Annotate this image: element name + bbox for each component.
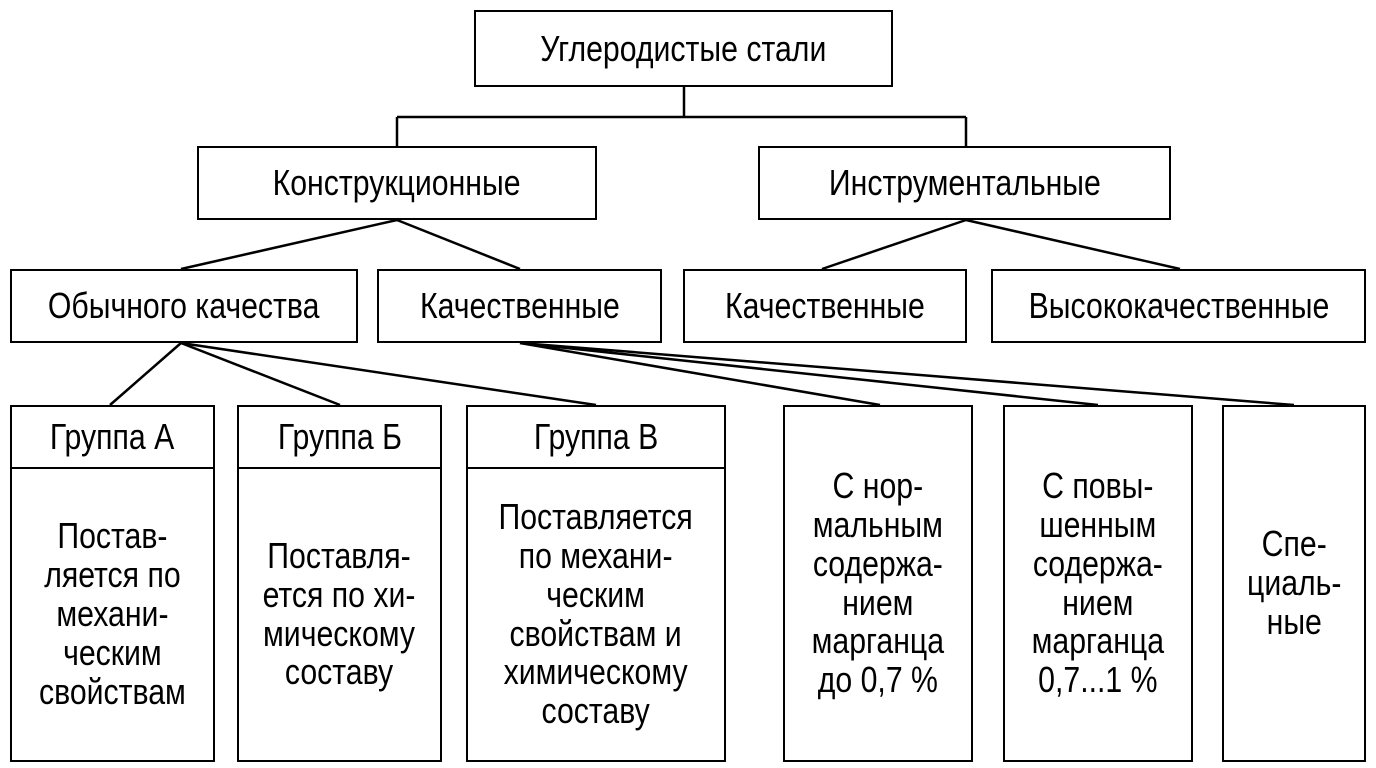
quality-tool-label: Качественные — [725, 285, 925, 326]
group-a-title: Группа А — [50, 416, 175, 457]
group-c-node: Группа В Поставляется по механи- ческим … — [466, 405, 726, 762]
normal-manganese-node: С нор- мальным содержа- нием марганца до… — [783, 405, 973, 762]
group-a-body: Постав- ляется по механи- ческим свойств… — [12, 469, 213, 760]
high-quality-label: Высококачественные — [1028, 285, 1329, 326]
group-a-header: Группа А — [12, 407, 213, 469]
connector-quality-normal-mn — [519, 341, 881, 407]
quality-structural-node: Качественные — [377, 269, 662, 343]
group-b-title: Группа Б — [277, 416, 402, 457]
high-quality-node: Высококачественные — [991, 269, 1366, 343]
special-body: Спе- циаль- ные — [1224, 407, 1364, 760]
connector-tool-highquality — [965, 218, 1181, 271]
connector-quality-special — [519, 341, 1295, 407]
connector-ordinary-group-b — [180, 341, 341, 407]
quality-tool-node: Качественные — [683, 269, 967, 343]
normal-manganese-body: С нор- мальным содержа- нием марганца до… — [785, 407, 971, 760]
group-c-description: Поставляется по механи- ческим свойствам… — [498, 495, 694, 732]
connector-ordinary-group-c — [180, 341, 597, 407]
group-b-header: Группа Б — [239, 407, 440, 469]
normal-manganese-description: С нор- мальным содержа- нием марганца до… — [811, 464, 945, 701]
group-b-description: Поставля- ется по хи- мическому составу — [263, 534, 416, 693]
high-manganese-body: С повы- шенным содержа- нием марганца 0,… — [1005, 407, 1191, 760]
group-c-header: Группа В — [468, 407, 724, 469]
ordinary-quality-node: Обычного качества — [10, 269, 358, 343]
quality-structural-label: Качественные — [419, 285, 620, 326]
structural-node: Конструкционные — [197, 146, 597, 220]
connector-quality-high-mn — [519, 341, 1099, 407]
ordinary-quality-label: Обычного качества — [48, 285, 320, 326]
connector-structural-ordinary — [180, 218, 398, 271]
group-c-body: Поставляется по механи- ческим свойствам… — [468, 469, 724, 760]
group-c-title: Группа В — [533, 416, 659, 457]
root-label: Углеродистые стали — [540, 27, 827, 69]
high-manganese-description: С повы- шенным содержа- нием марганца 0,… — [1031, 464, 1165, 701]
group-b-node: Группа Б Поставля- ется по хи- мическому… — [237, 405, 442, 762]
connector-ordinary-group-a — [109, 342, 182, 406]
tool-node: Инструментальные — [758, 146, 1171, 220]
group-a-node: Группа А Постав- ляется по механи- чески… — [10, 405, 215, 762]
connector-structural-quality — [396, 218, 521, 271]
special-node: Спе- циаль- ные — [1222, 405, 1366, 762]
special-description: Спе- циаль- ные — [1246, 523, 1342, 642]
group-a-description: Постав- ляется по механи- ческим свойств… — [39, 515, 186, 712]
tool-label: Инструментальные — [828, 162, 1101, 203]
structural-label: Конструкционные — [273, 162, 521, 203]
connector-tool-quality — [821, 218, 967, 271]
root-node: Углеродистые стали — [474, 10, 893, 87]
group-b-body: Поставля- ется по хи- мическому составу — [239, 469, 440, 760]
high-manganese-node: С повы- шенным содержа- нием марганца 0,… — [1003, 405, 1193, 762]
